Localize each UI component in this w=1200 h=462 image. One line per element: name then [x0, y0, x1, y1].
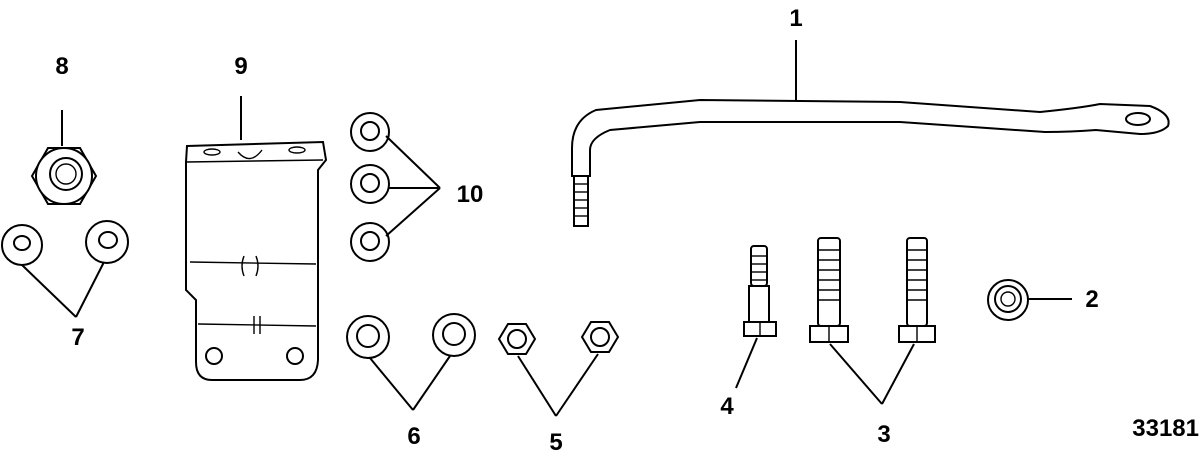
callout-10: 10: [457, 181, 484, 208]
leader-3a: [829, 343, 883, 405]
callout-6: 6: [407, 423, 420, 450]
part-7-washer-left: [1, 224, 43, 266]
part-6-washer-left: [346, 315, 390, 359]
leader-5a: [517, 355, 557, 417]
part-7-washer-right: [85, 220, 129, 264]
part-10-washer-bottom: [350, 222, 390, 262]
callout-4: 4: [720, 393, 734, 420]
callout-3: 3: [877, 421, 890, 448]
leader-3b: [881, 343, 915, 405]
callout-9: 9: [234, 53, 247, 80]
leader-6b: [412, 355, 451, 411]
part-10-washer-top: [350, 112, 390, 152]
part-4-shoulder-bolt: [743, 245, 777, 337]
leader-7b: [75, 261, 105, 318]
part-3-bolt-right: [898, 237, 936, 343]
part-8-hex-nut: [30, 147, 98, 205]
leader-5b: [555, 353, 599, 417]
leader-7a: [21, 264, 77, 318]
part-3-bolt-left: [809, 237, 849, 343]
part-5-nut-left: [497, 323, 537, 355]
leader-6a: [369, 357, 414, 411]
callout-1: 1: [789, 5, 802, 32]
leader-4: [735, 337, 758, 389]
leader-10a: [385, 135, 441, 189]
figure-id: 33181: [1132, 415, 1199, 442]
callout-2: 2: [1085, 286, 1098, 313]
part-2-flanged-nut: [987, 279, 1029, 321]
part-1-link-rod: [571, 98, 1170, 227]
callout-5: 5: [549, 429, 562, 456]
callout-8: 8: [55, 53, 68, 80]
part-6-washer-right: [432, 313, 476, 357]
part-10-washer-middle: [350, 164, 390, 204]
callout-7: 7: [71, 324, 84, 351]
part-9-bracket: [185, 140, 328, 381]
leader-10c: [385, 187, 441, 237]
part-5-nut-right: [580, 321, 620, 353]
